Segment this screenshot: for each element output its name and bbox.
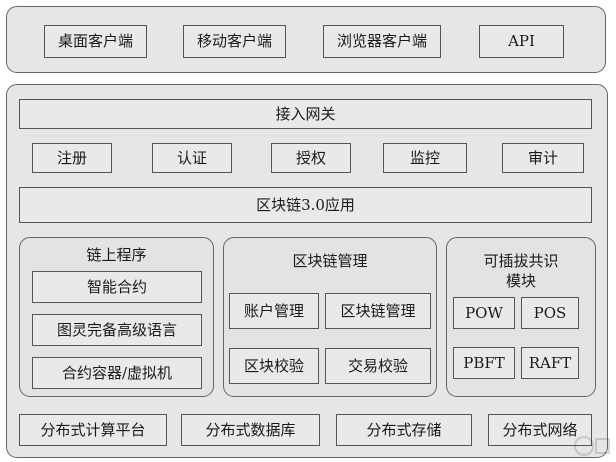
watermark-logo-icon	[574, 436, 610, 456]
register-label: 注册	[56, 148, 87, 167]
access-gateway-box: 接入网关	[19, 99, 592, 129]
mobile-client-box: 移动客户端	[183, 25, 286, 58]
account-management-label: 账户管理	[243, 301, 304, 320]
onchain-programs-title: 链上程序	[86, 246, 147, 264]
api-label: API	[508, 32, 535, 50]
distributed-network-box: 分布式网络	[488, 414, 592, 446]
chain-management-label: 区块链管理	[340, 301, 416, 320]
authentication-box: 认证	[152, 143, 232, 173]
account-management-box: 账户管理	[229, 293, 319, 329]
block-validation-box: 区块校验	[229, 348, 319, 384]
turing-language-box: 图灵完备高级语言	[32, 314, 202, 346]
audit-label: 审计	[527, 148, 558, 167]
transaction-validation-box: 交易校验	[325, 348, 431, 384]
authorization-box: 授权	[271, 143, 351, 173]
pos-box: POS	[521, 297, 579, 329]
register-box: 注册	[32, 143, 112, 173]
blockchain-app-box: 区块链3.0应用	[19, 187, 592, 223]
blockchain-management-title: 区块链管理	[292, 252, 368, 270]
authorization-label: 授权	[295, 148, 326, 167]
distributed-storage-label: 分布式存储	[366, 420, 442, 439]
desktop-client-box: 桌面客户端	[44, 25, 147, 58]
pow-label: POW	[465, 303, 503, 322]
distributed-storage-box: 分布式存储	[336, 414, 472, 446]
pos-label: POS	[533, 303, 567, 322]
smart-contract-label: 智能合约	[86, 277, 147, 296]
audit-box: 审计	[502, 143, 584, 173]
raft-label: RAFT	[528, 353, 572, 372]
contract-vm-box: 合约容器/虚拟机	[32, 357, 202, 389]
blockchain-app-label: 区块链3.0应用	[256, 195, 355, 214]
raft-box: RAFT	[521, 347, 579, 379]
monitoring-label: 监控	[409, 148, 440, 167]
consensus-title-line2: 模块	[505, 272, 536, 290]
authentication-label: 认证	[176, 148, 207, 167]
distributed-compute-box: 分布式计算平台	[19, 414, 167, 446]
desktop-client-label: 桌面客户端	[57, 32, 133, 50]
distributed-database-box: 分布式数据库	[181, 414, 320, 446]
block-validation-label: 区块校验	[243, 356, 304, 375]
smart-contract-box: 智能合约	[32, 271, 202, 303]
api-box: API	[479, 25, 564, 58]
chain-management-box: 区块链管理	[325, 293, 431, 329]
access-gateway-label: 接入网关	[275, 104, 336, 123]
transaction-validation-label: 交易校验	[347, 356, 408, 375]
pow-box: POW	[453, 297, 515, 329]
distributed-database-label: 分布式数据库	[205, 420, 296, 439]
turing-language-label: 图灵完备高级语言	[56, 320, 177, 339]
consensus-title-line1: 可插拔共识	[483, 252, 559, 270]
browser-client-label: 浏览器客户端	[336, 32, 427, 50]
mobile-client-label: 移动客户端	[196, 32, 272, 50]
contract-vm-label: 合约容器/虚拟机	[61, 363, 173, 382]
distributed-network-label: 分布式网络	[502, 420, 578, 439]
distributed-compute-label: 分布式计算平台	[40, 420, 146, 439]
pbft-box: PBFT	[453, 347, 515, 379]
pbft-label: PBFT	[463, 353, 505, 372]
browser-client-box: 浏览器客户端	[323, 25, 441, 58]
monitoring-box: 监控	[383, 143, 467, 173]
